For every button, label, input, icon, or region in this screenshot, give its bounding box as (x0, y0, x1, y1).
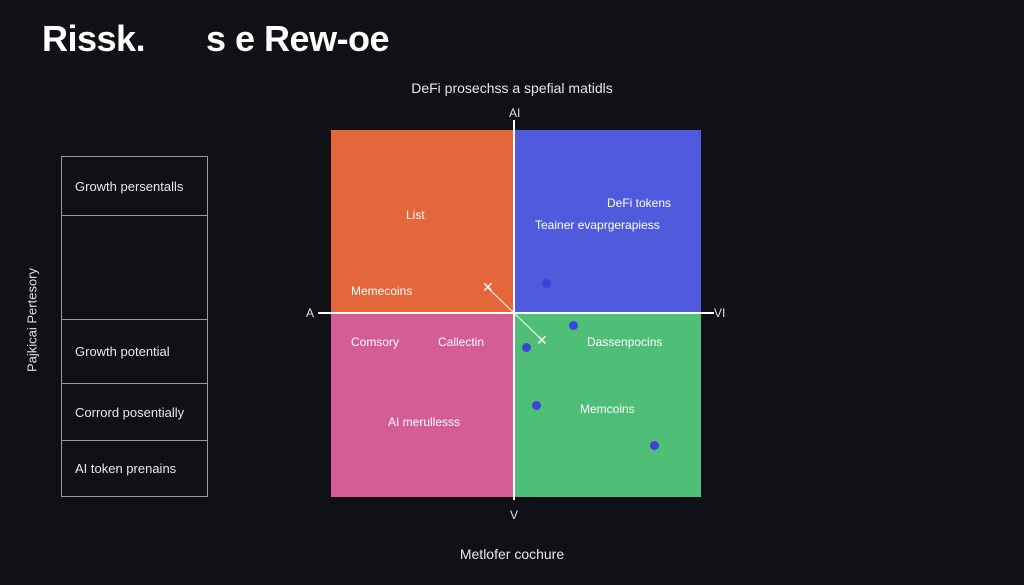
axis-top-tick: AI (509, 106, 521, 120)
side-cell-ai-token: AI token prenains (75, 461, 177, 476)
x-mark-icon: ✕ (482, 279, 494, 295)
quadrant-bottom-left (331, 314, 513, 497)
quadrant-label-list: List (406, 208, 425, 222)
quadrant-label-ai-merullesss: AI merullesss (388, 415, 461, 429)
quadrant-bottom-right (515, 314, 701, 497)
quadrant-label-callectin: Callectin (438, 335, 485, 349)
axis-bottom-tick: V (510, 508, 519, 522)
y-axis-label: Pajkicai Pertesory (24, 267, 40, 373)
side-cell-empty (62, 216, 207, 320)
horizontal-axis (318, 312, 714, 314)
quadrant-label-teainer: Teainer evaprgerapiess (535, 218, 660, 232)
data-point (542, 279, 551, 288)
page-title: Rissk. (42, 18, 146, 59)
quadrant-label-memcoins: Memcoins (580, 402, 635, 416)
quadrant-label-comsory: Comsory (351, 335, 400, 349)
connector-line (486, 286, 542, 340)
page-title-suffix: s e Rew-oe (206, 18, 390, 59)
side-cell-growth-persentalls: Growth persentalls (62, 157, 207, 216)
side-cell-corrord: Corrord posentially (62, 384, 207, 441)
x-axis-label: Metlofer cochure (459, 546, 565, 562)
axis-right-tick: VI (714, 306, 726, 320)
quadrant-label-dassenpocins: Dassenpocins (587, 335, 663, 349)
side-panel: Growth persentalls Growth potential Corr… (61, 156, 208, 497)
x-mark-icon: ✕ (536, 332, 548, 348)
axis-left-tick: A (306, 306, 315, 320)
data-point (532, 401, 541, 410)
data-point (569, 321, 578, 330)
vertical-axis (513, 120, 515, 500)
quadrant-label-memecoins: Memecoins (351, 284, 413, 298)
quadrant-top-left (331, 130, 513, 312)
quadrant-label-defi-tokens: DeFi tokens (607, 196, 672, 210)
data-point (522, 343, 531, 352)
diagram-subtitle: DeFi prosechss a spefial matidls (411, 80, 613, 96)
data-point (650, 441, 659, 450)
side-cell-growth-potential: Growth potential (62, 320, 207, 384)
